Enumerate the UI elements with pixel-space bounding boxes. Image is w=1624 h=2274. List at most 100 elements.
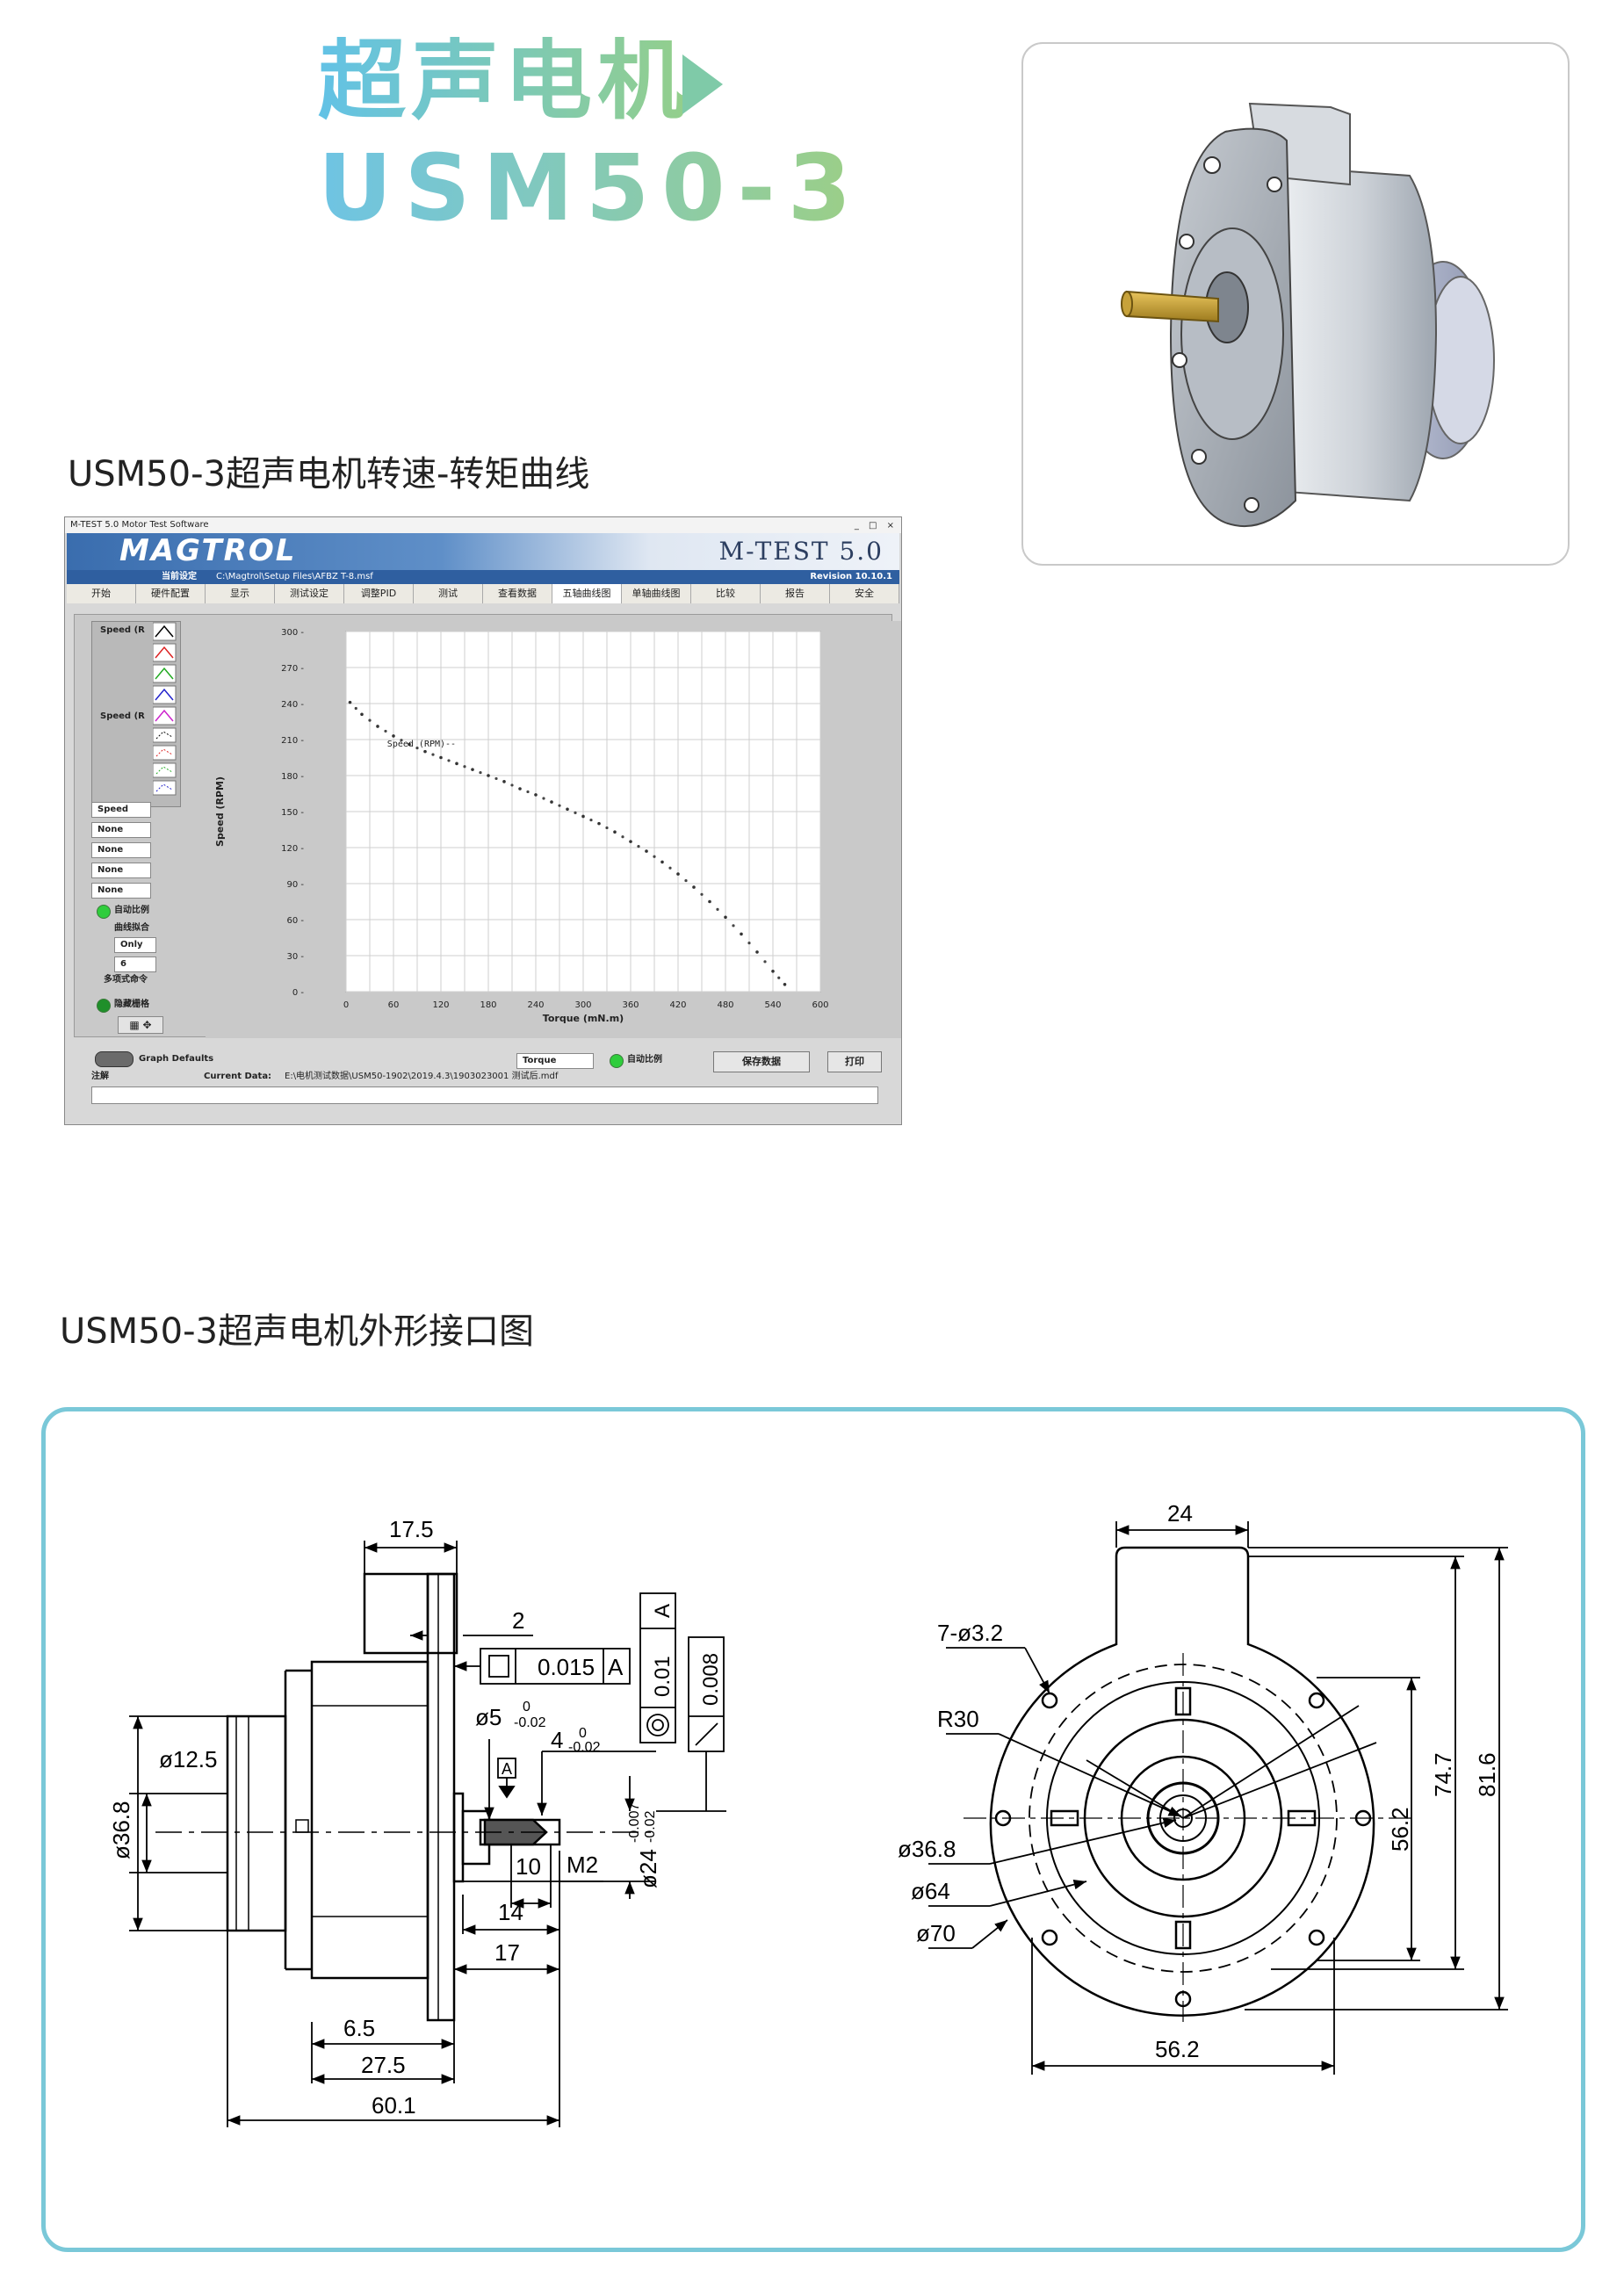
footer-auto-scale-led[interactable] — [610, 1054, 624, 1068]
setup-infobar: 当前设定 C:\Magtrol\Setup Files\AFBZ T-8.msf… — [67, 570, 899, 584]
graph-defaults-label: Graph Defaults — [139, 1054, 214, 1064]
tab-five-axis-graph[interactable]: 五轴曲线图 — [552, 584, 622, 603]
tab-display[interactable]: 显示 — [206, 584, 275, 603]
curve-fit-label: 曲线拟合 — [114, 923, 149, 933]
series-annotation: Speed (RPM)-- — [387, 740, 456, 749]
tab-hardware[interactable]: 硬件配置 — [136, 584, 206, 603]
data-point — [708, 899, 711, 904]
data-point — [534, 793, 538, 797]
window-title: M-TEST 5.0 Motor Test Software — [70, 520, 209, 530]
fcf3-tolerance: 0.008 — [699, 1653, 723, 1706]
dim-17-5: 17.5 — [389, 1516, 434, 1542]
app-banner: MAGTROL M-TEST 5.0 — [67, 533, 899, 570]
graph-defaults-toggle[interactable] — [95, 1051, 134, 1067]
data-point-interp — [700, 892, 704, 896]
data-point — [724, 915, 727, 920]
data-point — [518, 787, 522, 790]
data-point-interp — [732, 924, 735, 928]
data-point-interp — [384, 729, 387, 733]
datum-a-label: A — [502, 1760, 512, 1778]
front-dim-56-2-h: 56.2 — [1155, 2036, 1200, 2062]
y-tick-label: 0 - — [292, 988, 305, 998]
graph-tools-icon[interactable]: ▦ ✥ — [118, 1016, 163, 1034]
dim-17: 17 — [494, 1939, 520, 1966]
dim-pilot-tol-up: -0.007 — [627, 1803, 642, 1843]
x-axis-select[interactable]: Torque — [516, 1053, 594, 1069]
tab-pid[interactable]: 调整PID — [344, 584, 414, 603]
data-point-interp — [574, 811, 577, 814]
speed-label-1: Speed (R — [100, 625, 145, 635]
dim-key-tol-dn: -0.02 — [568, 1740, 601, 1755]
data-point-interp — [400, 739, 403, 742]
data-point — [408, 742, 411, 747]
tab-single-axis-graph[interactable]: 单轴曲线图 — [622, 584, 691, 603]
notes-field[interactable] — [91, 1086, 878, 1104]
dim-pilot-dia: ø24 — [635, 1849, 661, 1888]
data-point — [740, 932, 743, 936]
dim-key: 4 — [551, 1727, 563, 1753]
fit-mode-select[interactable]: Only — [114, 937, 156, 953]
front-dim-74-7: 74.7 — [1430, 1752, 1456, 1797]
dim-shaft-tol-up: 0 — [523, 1700, 531, 1715]
tab-start[interactable]: 开始 — [67, 584, 136, 603]
curve-section-heading: USM50-3超声电机转速-转矩曲线 — [68, 454, 590, 495]
data-point — [581, 814, 585, 819]
hide-grid-led[interactable] — [97, 999, 111, 1013]
tab-test-setup[interactable]: 测试设定 — [275, 584, 344, 603]
data-point — [676, 872, 680, 876]
y-tick-label: 150 - — [281, 808, 304, 818]
curve-select-1[interactable]: Speed — [91, 802, 151, 818]
x-axis-label: Torque (mN.m) — [543, 1013, 624, 1024]
fcf2-tolerance: 0.01 — [651, 1656, 675, 1697]
curve-select-3[interactable]: None — [91, 842, 151, 858]
data-point-interp — [589, 818, 593, 822]
current-setup-label: 当前设定 — [162, 572, 197, 581]
outline-section-heading: USM50-3超声电机外形接口图 — [60, 1311, 534, 1352]
data-point — [392, 734, 395, 738]
data-point — [550, 800, 553, 804]
tab-test[interactable]: 测试 — [414, 584, 483, 603]
dim-shaft-tol-dn: -0.02 — [514, 1715, 546, 1730]
y-tick-label: 30 - — [286, 952, 304, 962]
y-tick-label: 270 - — [281, 664, 304, 674]
data-point-interp — [621, 835, 624, 839]
front-view — [964, 1546, 1411, 2022]
page-title: 超声电机 — [318, 29, 690, 132]
auto-scale-led[interactable] — [97, 905, 111, 919]
window-titlebar: M-TEST 5.0 Motor Test Software _ □ × — [65, 517, 901, 533]
data-point — [771, 969, 775, 973]
dim-6-5: 6.5 — [343, 2015, 375, 2041]
tab-compare[interactable]: 比较 — [691, 584, 761, 603]
product-photo-card — [1021, 42, 1570, 566]
tab-security[interactable]: 安全 — [830, 584, 899, 603]
save-data-button[interactable]: 保存数据 — [713, 1051, 810, 1072]
side-view-dimensions — [129, 1541, 726, 2127]
x-tick-label: 540 — [764, 1000, 781, 1010]
data-point-interp — [354, 706, 357, 711]
tab-view-data[interactable]: 查看数据 — [483, 584, 552, 603]
curve-select-5[interactable]: None — [91, 883, 151, 899]
data-point — [360, 712, 364, 717]
fit-order-input[interactable]: 6 — [114, 957, 156, 972]
data-point — [502, 780, 506, 783]
play-arrow-icon — [682, 54, 723, 114]
curve-select-2[interactable]: None — [91, 822, 151, 838]
data-point — [439, 755, 443, 760]
dim-2: 2 — [512, 1607, 524, 1634]
curve-select-4[interactable]: None — [91, 863, 151, 878]
auto-scale-label: 自动比例 — [114, 906, 149, 915]
x-tick-label: 0 — [343, 1000, 349, 1010]
y-tick-label: 60 - — [286, 916, 304, 926]
front-dim-24: 24 — [1167, 1500, 1193, 1527]
current-data-path: E:\电机测试数据\USM50-1902\2019.4.3\1903023001… — [285, 1072, 559, 1081]
y-tick-label: 120 - — [281, 844, 304, 854]
data-point — [645, 849, 648, 853]
window-controls-icon[interactable]: _ □ × — [854, 521, 898, 531]
side-view — [155, 1572, 656, 2022]
dim-60-1: 60.1 — [372, 2092, 416, 2119]
tab-report[interactable]: 报告 — [761, 584, 830, 603]
print-button[interactable]: 打印 — [827, 1051, 882, 1072]
legend-swatches-icon[interactable] — [153, 621, 179, 805]
dim-14: 14 — [498, 1899, 523, 1925]
